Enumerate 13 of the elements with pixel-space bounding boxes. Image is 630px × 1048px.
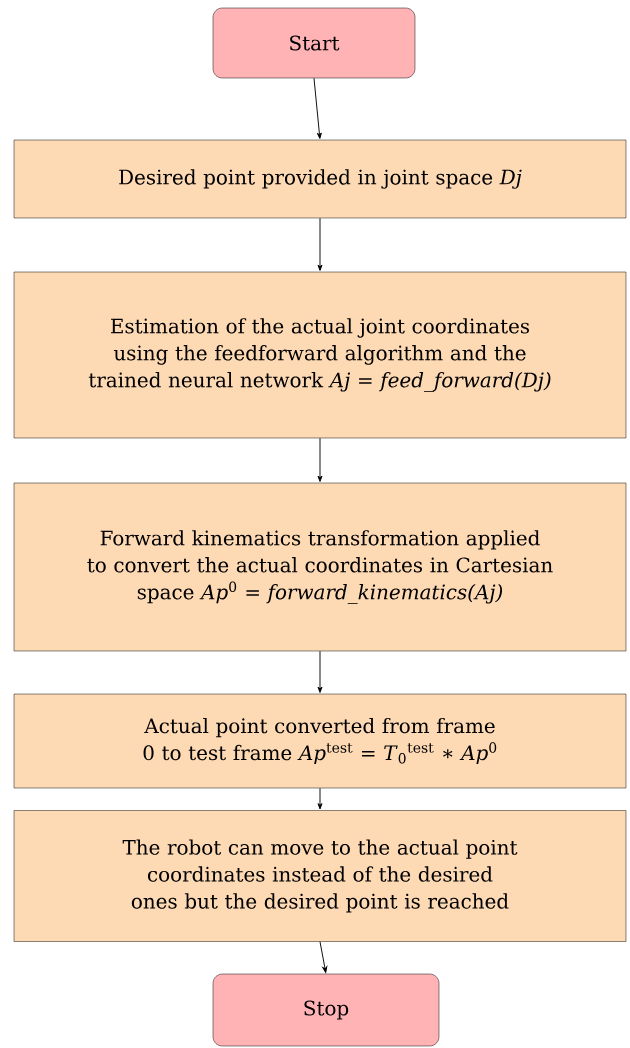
arrow <box>317 650 323 693</box>
arrow <box>313 77 322 139</box>
process-box: The robot can move to the actual point coordinates instead of the desired ones but the desired point is reached <box>13 810 627 942</box>
process-box: Desired point provided in joint space Dj <box>13 139 627 219</box>
arrow <box>317 787 323 810</box>
startstop-box: Stop <box>212 973 440 1047</box>
arrow <box>317 217 323 271</box>
arrow <box>317 437 323 482</box>
arrow <box>319 941 328 973</box>
process-box: Actual point converted from frame 0 to test frame Ap$^{test}$ = T$_{0}$$^{test}$ ∗ Ap$^{0}$ <box>13 693 627 789</box>
process-box: Estimation of the actual joint coordinates using the feedforward algorithm and the trained neural network Aj = feed_forward(Dj) <box>13 271 627 439</box>
process-box: Forward kinematics transformation applied to convert the actual coordinates in Cartesian space Ap$^{0}$ = forward_kinematics(Aj) <box>13 482 627 652</box>
startstop-box: Start <box>212 7 416 79</box>
